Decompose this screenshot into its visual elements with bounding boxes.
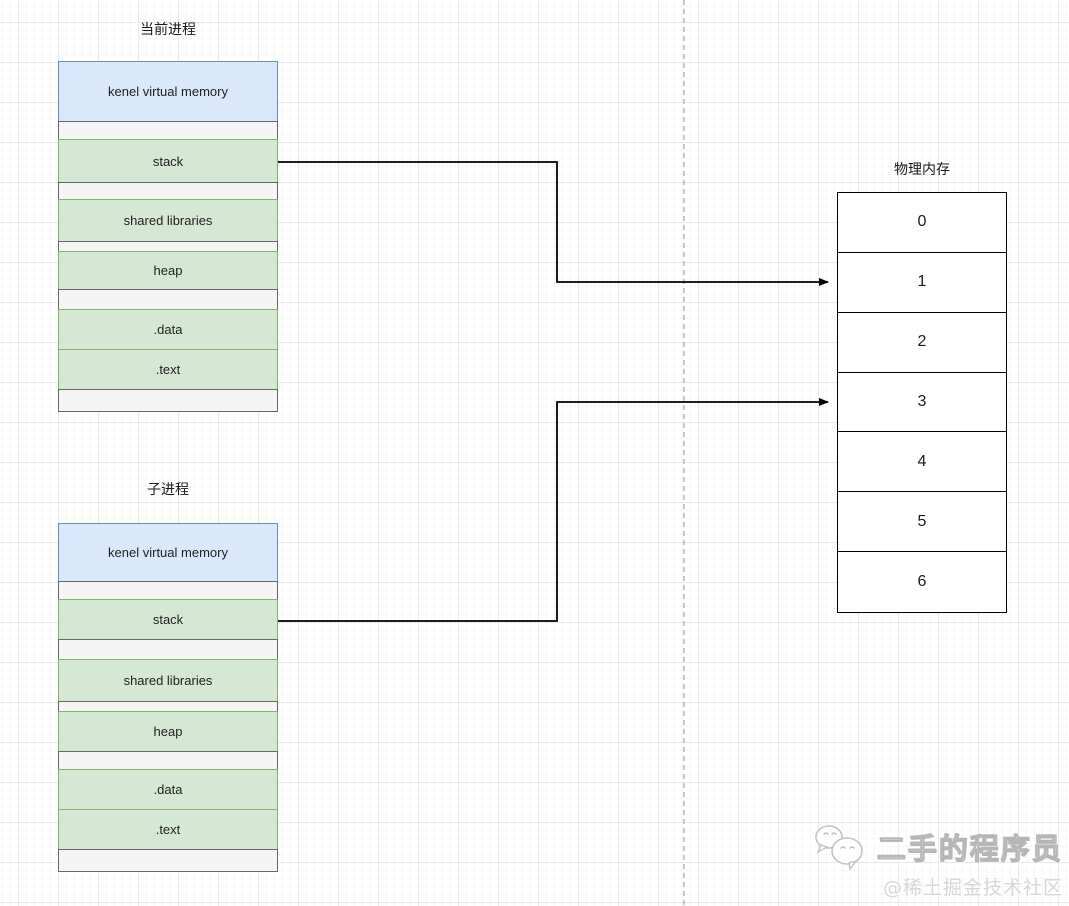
- arrow-current-stack-to-frame-1: [278, 161, 829, 286]
- arrow-child-stack-to-frame-3: [278, 398, 829, 622]
- segment-stack: stack: [58, 139, 278, 183]
- watermark-title: 二手的程序员: [876, 832, 1063, 867]
- segment-spacer: [58, 751, 278, 770]
- segment-spacer: [58, 389, 278, 412]
- watermark: 二手的程序员 @稀土掘金技术社区: [811, 823, 1063, 900]
- segment-spacer: [58, 289, 278, 310]
- chat-bubbles-logo-icon: [815, 825, 863, 871]
- segment-spacer: [58, 182, 278, 200]
- physical-memory-table: 0 1 2 3 4 5 6: [837, 192, 1007, 613]
- segment-heap: heap: [58, 711, 278, 752]
- segment-spacer: [58, 849, 278, 872]
- memory-cell-4: 4: [838, 432, 1006, 493]
- segment-shared-libraries: shared libraries: [58, 659, 278, 702]
- current-process-box: kenel virtual memory stack shared librar…: [58, 61, 278, 412]
- segment-spacer: [58, 639, 278, 660]
- child-process-title: 子进程: [147, 482, 189, 498]
- current-process-title: 当前进程: [140, 22, 196, 38]
- child-process-box: kenel virtual memory stack shared librar…: [58, 523, 278, 872]
- memory-cell-6: 6: [917, 573, 927, 591]
- watermark-subtitle: @稀土掘金技术社区: [882, 877, 1063, 899]
- memory-cell-5: 5: [838, 492, 1006, 553]
- segment-data: .data: [58, 309, 278, 350]
- memory-cell-2: 2: [838, 313, 1006, 373]
- segment-spacer: [58, 121, 278, 140]
- segment-kernel-virtual-memory: kenel virtual memory: [58, 61, 278, 122]
- segment-shared-libraries: shared libraries: [58, 199, 278, 242]
- segment-heap: heap: [58, 251, 278, 290]
- physical-memory-title: 物理内存: [894, 162, 950, 178]
- segment-kernel-virtual-memory: kenel virtual memory: [58, 523, 278, 582]
- segment-stack: stack: [58, 599, 278, 640]
- segment-text: .text: [58, 349, 278, 390]
- segment-data: .data: [58, 769, 278, 810]
- segment-spacer: [58, 581, 278, 600]
- memory-cell-0: 0: [838, 193, 1006, 253]
- segment-text: .text: [58, 809, 278, 850]
- memory-cell-3: 3: [838, 373, 1006, 433]
- memory-cell-1: 1: [838, 253, 1006, 313]
